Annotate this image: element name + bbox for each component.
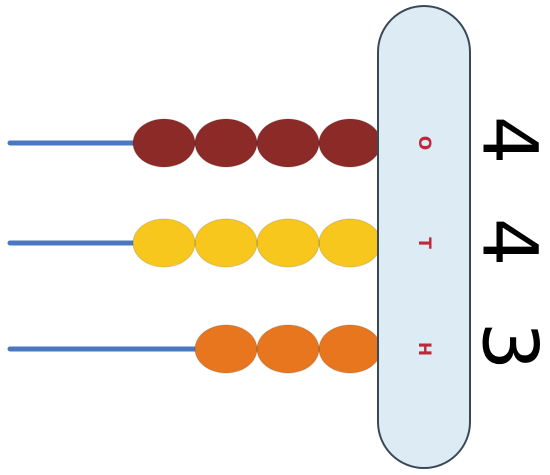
bead-ones <box>132 118 196 168</box>
place-label-hundreds: H <box>414 342 434 356</box>
digit-ones: 4 <box>466 116 550 164</box>
bead-tens <box>194 218 258 268</box>
place-label-tens: T <box>414 237 434 249</box>
digit-tens: 4 <box>466 218 550 266</box>
bead-hundreds <box>256 324 320 374</box>
bead-ones <box>194 118 258 168</box>
abacus-base <box>377 5 471 469</box>
bead-tens <box>256 218 320 268</box>
place-label-ones: O <box>414 136 434 150</box>
place-labels: O T H <box>414 136 434 356</box>
bead-tens <box>318 218 382 268</box>
bead-hundreds <box>194 324 258 374</box>
bead-tens <box>132 218 196 268</box>
bead-ones <box>256 118 320 168</box>
beads <box>132 118 382 374</box>
digit-hundreds: 3 <box>466 322 550 370</box>
digits: 4 4 3 <box>466 116 550 370</box>
bead-hundreds <box>318 324 382 374</box>
bead-ones <box>318 118 382 168</box>
